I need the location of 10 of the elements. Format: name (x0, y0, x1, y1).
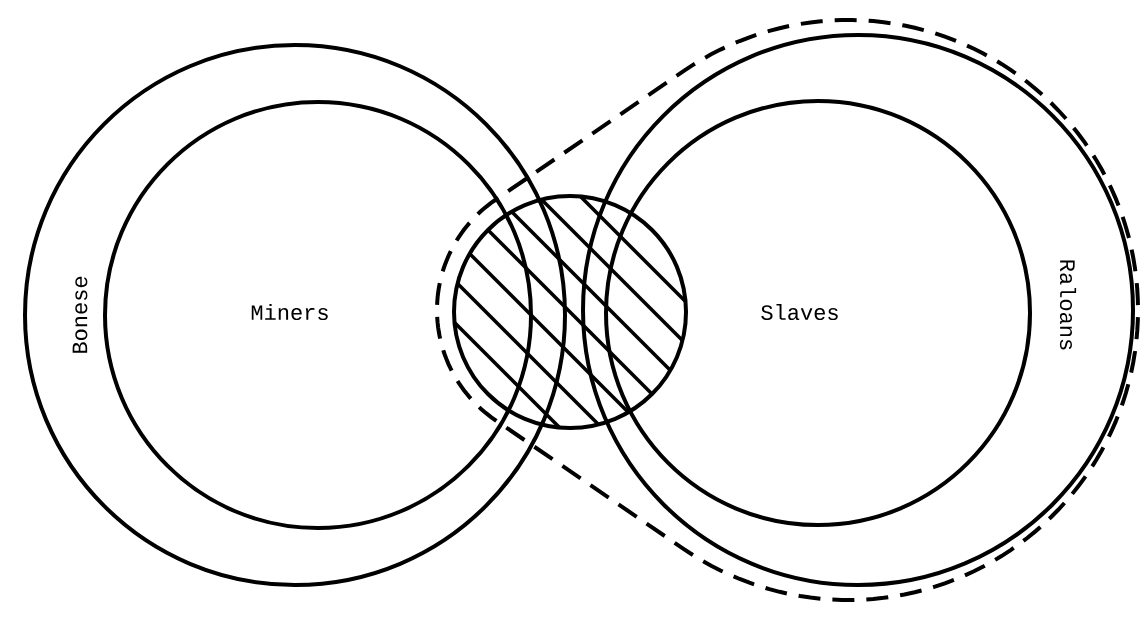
circle (604, 99, 1032, 527)
region-label: Miners (251, 303, 328, 321)
hatched-circle (452, 194, 688, 430)
region-label: Raloans (1059, 260, 1077, 350)
region-label: Bonese (72, 276, 88, 353)
circle (103, 100, 533, 530)
circle (23, 43, 567, 587)
circle (581, 33, 1135, 587)
dashed-outline (435, 18, 1140, 602)
region-label: Slaves (761, 303, 838, 321)
